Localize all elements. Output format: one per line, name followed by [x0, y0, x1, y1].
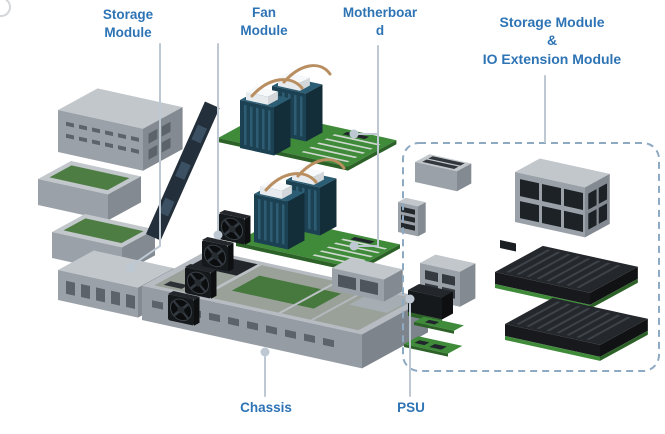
chassis-render: [142, 249, 429, 369]
drive-cage: [515, 158, 610, 238]
fan-unit: [219, 209, 251, 245]
psu-label: PSU: [397, 400, 425, 415]
connector-cable: [500, 240, 516, 252]
callout-line-storage-module: [130, 43, 161, 267]
callout-dot: [349, 241, 359, 251]
callout-dot: [349, 129, 359, 139]
fan-unit: [168, 290, 200, 326]
psu-modules-render: [398, 197, 476, 357]
heat-pipe: [282, 64, 332, 84]
fan-module-render: [168, 209, 251, 326]
io-extension-card: [505, 297, 648, 361]
heat-pipe: [250, 78, 304, 98]
storage-io-module-label-line2: &: [546, 32, 558, 49]
storage-io-module-label-line1: Storage Module: [499, 14, 605, 30]
callout-lines: [126, 43, 546, 397]
cpu-heatsink: [254, 184, 305, 250]
callout-dot: [126, 263, 136, 273]
psu-pcb: [414, 316, 464, 334]
io-box: [415, 154, 472, 192]
storage-io-modules-render: [415, 154, 648, 361]
storage-module-label: Storage Module: [102, 7, 154, 40]
motherboard-lower-render: [236, 158, 401, 273]
storage-backplane-bar: [146, 101, 220, 241]
callout-dot: [405, 294, 415, 304]
corner-artifact: [0, 0, 11, 17]
storage-tray-box: [38, 160, 142, 221]
motherboard-label: Motherboard: [342, 5, 418, 38]
psu-pcb: [404, 336, 463, 357]
motherboard-upper-render: [218, 64, 397, 171]
fan-unit: [202, 236, 234, 272]
callout-dot: [260, 347, 270, 357]
heat-pipe: [264, 172, 318, 192]
storage-io-module-label: Storage Module & IO Extension Module: [462, 13, 642, 68]
fan-module-label: Fan Module: [240, 5, 288, 38]
psu-bay-block: [332, 257, 403, 302]
storage-module-render: [38, 88, 220, 318]
io-extension-card: [495, 245, 638, 309]
storage-shell-box: [58, 88, 183, 171]
fan-unit: [185, 263, 217, 299]
heat-pipe: [296, 158, 346, 178]
callout-dot: [213, 230, 223, 240]
dashed-region-outline: [402, 142, 660, 372]
chassis-label: Chassis: [240, 400, 292, 415]
storage-io-module-label-line3: IO Extension Module: [482, 50, 622, 67]
callout-line-motherboard: [357, 45, 379, 247]
